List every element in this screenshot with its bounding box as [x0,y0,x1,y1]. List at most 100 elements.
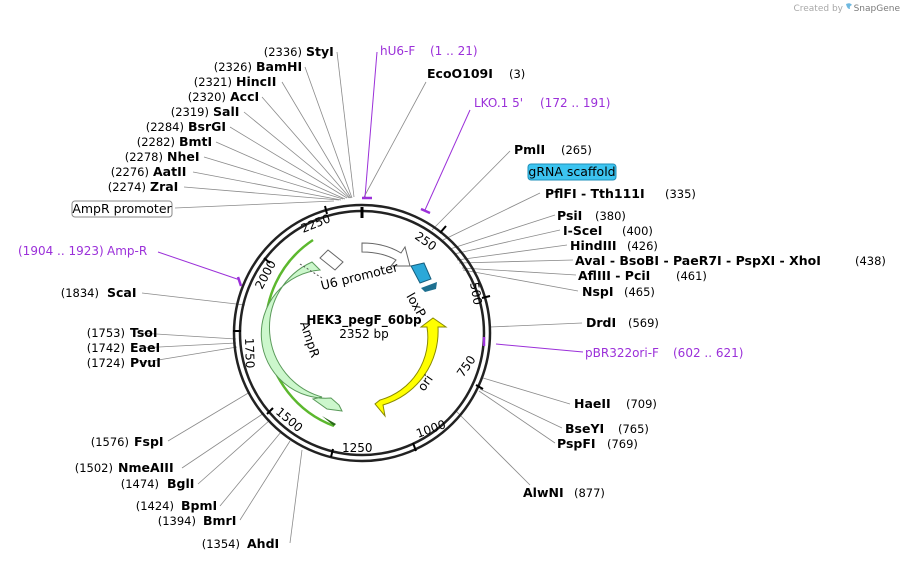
site-name: PflFI - Tth111I [545,186,645,201]
site-name: PsiI [557,208,582,223]
site-pos: (2284) [146,120,184,134]
site-pos: (400) [622,224,653,238]
svg-text:1250: 1250 [342,441,373,455]
site-pos: (265) [561,143,592,157]
site-pos: (877) [574,486,605,500]
svg-text:250: 250 [412,229,439,254]
site-pos: (1424) [136,499,174,513]
site-name: NheI [167,149,200,164]
site-name: AhdI [247,536,279,551]
site-pos: (765) [618,422,649,436]
primer-hu6: hU6-F [380,44,415,58]
site-pos: (438) [855,254,886,268]
site-name: StyI [306,44,334,59]
site-name: BmtI [179,134,212,149]
credit-prefix: Created by [793,4,843,14]
primer-labels: hU6-F (1 .. 21) LKO.1 5' (172 .. 191) pB… [18,44,743,360]
site-name: AvaI - BsoBI - PaeR7I - PspXI - XhoI [575,253,821,268]
credit-brand: SnapGene [854,4,901,14]
site-pos: (1742) [87,341,125,355]
site-pos: (465) [624,285,655,299]
primer-leaders [157,51,584,353]
right-connector-lines [363,81,583,486]
site-name: DrdI [586,315,616,330]
site-pos: (1753) [87,326,125,340]
site-pos: (569) [628,316,659,330]
gRNA-scaffold-label: gRNA scaffold [527,163,617,181]
primer-lko: LKO.1 5' [474,96,523,110]
site-name: HaeII [574,396,611,411]
svg-text:1750: 1750 [242,338,257,369]
site-name: BseYI [565,421,604,436]
site-name: NspI [582,284,614,299]
site-pos: (426) [627,239,658,253]
site-name: PmlI [514,142,545,157]
svg-text:AmpR promoter: AmpR promoter [72,201,172,216]
site-name: PvuI [130,355,161,370]
site-pos: (1576) [91,435,129,449]
site-name: AccI [230,89,259,104]
plasmid-center-label: HEK3_pegF_60bp 2352 bp [306,313,422,341]
plasmid-size: 2352 bp [339,327,389,341]
tick-labels: 250 500 750 1000 1250 1500 1750 2000 225… [242,211,485,455]
primer-lko-range: (172 .. 191) [540,96,610,110]
site-name: FspI [134,434,164,449]
site-name: SalI [213,104,239,119]
primer-pbr-range: (602 .. 621) [673,346,743,360]
plasmid-name: HEK3_pegF_60bp [306,313,422,328]
primer-hu6-range: (1 .. 21) [430,44,478,58]
ampr-promoter-label: AmpR promoter [71,200,173,218]
site-pos: (461) [676,269,707,283]
site-name: EcoO109I [427,66,493,81]
primer-markers [236,196,486,346]
right-site-labels: EcoO109I (3) PmlI (265) PflFI - Tth111I … [427,66,886,500]
site-pos: (2336) [264,45,302,59]
site-name: ZraI [150,179,178,194]
snapgene-credit: Created by SnapGene [793,3,900,14]
site-pos: (3) [509,67,525,81]
site-pos: (1354) [202,537,240,551]
svg-text:500: 500 [467,281,485,306]
primer-ampr: Amp-R [107,244,147,258]
site-name: AlwNI [523,485,564,500]
site-pos: (709) [626,397,657,411]
site-name: NmeAIII [118,460,174,475]
primer-ampr-range: (1904 .. 1923) [18,244,104,258]
site-name: ScaI [107,285,137,300]
site-pos: (1394) [158,514,196,528]
left-connector-lines [139,51,355,544]
feature-loxp: loxP [403,262,437,320]
site-name: AflIII - PciI [578,268,650,283]
site-name: BpmI [181,498,217,513]
site-name: BsrGI [188,119,226,134]
site-name: EaeI [130,340,160,355]
site-pos: (2274) [108,180,146,194]
site-name: BamHI [256,59,302,74]
site-pos: (2319) [171,105,209,119]
site-pos: (769) [607,437,638,451]
site-pos: (1474) [121,477,159,491]
tick-marks [233,205,491,458]
snapgene-logo-icon [846,3,852,10]
site-pos: (2326) [214,60,252,74]
site-pos: (2320) [188,90,226,104]
site-name: BmrI [203,513,236,528]
site-pos: (2276) [111,165,149,179]
site-pos: (2278) [125,150,163,164]
svg-text:2250: 2250 [299,211,333,235]
site-pos: (2321) [194,75,232,89]
svg-text:1000: 1000 [414,417,447,441]
site-pos: (335) [665,187,696,201]
site-pos: (1834) [61,286,99,300]
site-name: TsoI [130,325,158,340]
site-pos: (2282) [137,135,175,149]
site-name: HindIII [570,238,617,253]
site-name: HincII [236,74,276,89]
site-pos: (380) [595,209,626,223]
site-name: PspFI [557,436,596,451]
site-name: I-SceI [563,223,602,238]
site-name: BglI [167,476,194,491]
primer-pbr: pBR322ori-F [585,346,659,360]
svg-text:gRNA scaffold: gRNA scaffold [528,164,615,179]
